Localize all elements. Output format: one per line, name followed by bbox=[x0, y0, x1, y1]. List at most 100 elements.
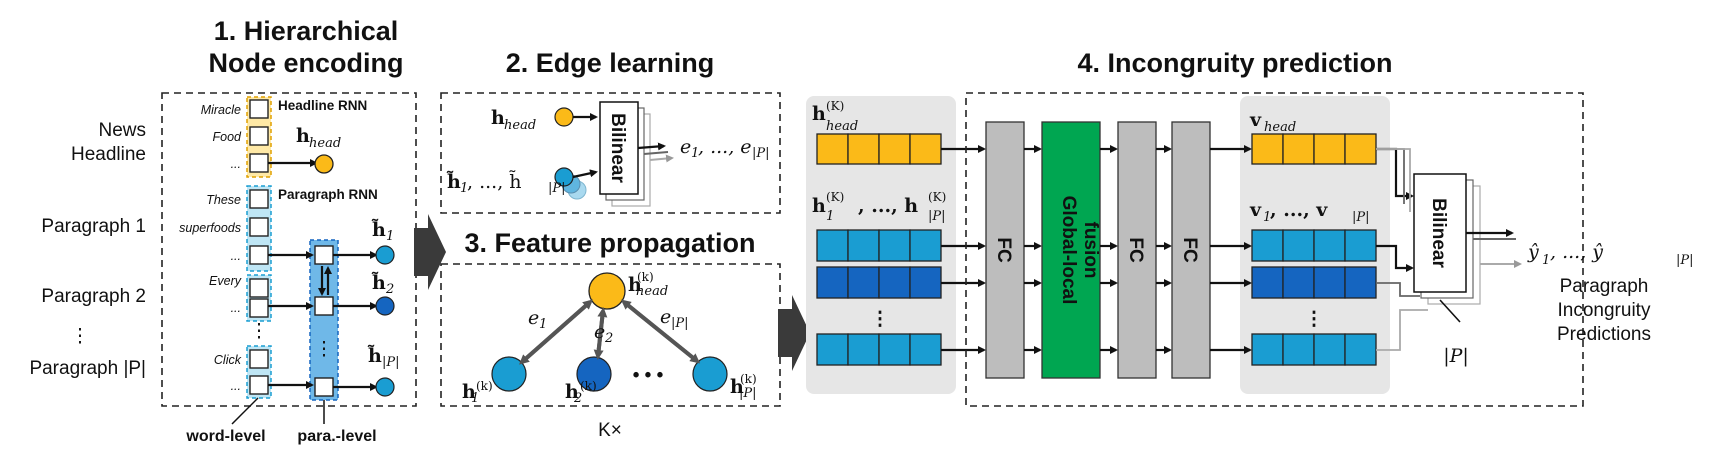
h-head-sub: head bbox=[309, 136, 341, 151]
v-para2-vector bbox=[1251, 266, 1377, 299]
fc-block-3 bbox=[1171, 121, 1211, 379]
p2-word-cell-1 bbox=[249, 278, 269, 298]
section4-box bbox=[965, 92, 1584, 407]
word-every: Every bbox=[209, 274, 242, 288]
paragraphP-label: Paragraph |P| bbox=[29, 358, 146, 379]
section1-title-line2: Node encoding bbox=[209, 48, 404, 78]
fc-label-1: FC bbox=[993, 237, 1014, 263]
bilinear2-block bbox=[1413, 173, 1467, 293]
output-label-line3: Predictions bbox=[1557, 324, 1651, 345]
section4-title: 4. Incongruity prediction bbox=[1077, 48, 1392, 78]
prop-node2-sub: 2 bbox=[573, 391, 582, 406]
paragraph1-label: Paragraph 1 bbox=[41, 216, 146, 237]
headline-word-cell-2 bbox=[249, 126, 269, 146]
v-vdots: ⋮ bbox=[1305, 309, 1324, 330]
headline-label: Headline bbox=[71, 144, 146, 165]
word-superfoods: superfoods bbox=[179, 221, 241, 235]
h-head-node bbox=[314, 154, 334, 174]
word-level-pointer bbox=[231, 397, 259, 425]
h-tilde-2-node bbox=[375, 296, 395, 316]
edge-e2-label: e bbox=[594, 321, 605, 343]
word-dots-1: ... bbox=[231, 157, 241, 171]
fc-label-3: FC bbox=[1179, 237, 1200, 263]
y-hat-subP: |P| bbox=[1676, 253, 1694, 268]
prop-node2-k: (k) bbox=[580, 379, 597, 393]
bilinear-out-arrow-3 bbox=[649, 154, 674, 163]
edge-h-head-node bbox=[554, 107, 574, 127]
hK-list-mid: , ..., h bbox=[858, 195, 918, 217]
y-hat-sub1: 1 bbox=[1542, 253, 1550, 268]
para-cell-P bbox=[314, 377, 334, 397]
word-dots-3: ... bbox=[231, 301, 241, 315]
section2-box bbox=[440, 92, 781, 214]
edges-out-label: e bbox=[680, 136, 691, 158]
p1-word-cell-1 bbox=[249, 189, 269, 209]
prop-node1-sub: 1 bbox=[471, 391, 479, 406]
paragraph-rnn-label: Paragraph RNN bbox=[278, 187, 378, 202]
h-tilde-2-sub: 2 bbox=[385, 282, 394, 297]
prop-dots: • • • bbox=[633, 365, 664, 386]
word-food: Food bbox=[213, 130, 243, 144]
prop-head-h: h bbox=[628, 274, 642, 296]
edge-eP-arrow-down bbox=[622, 300, 701, 364]
edge-inputs-sub1: 1 bbox=[460, 181, 468, 196]
edges-out-subP: |P| bbox=[752, 146, 770, 161]
para-level-label: para.-level bbox=[297, 428, 376, 445]
h-tilde-P-node bbox=[375, 377, 395, 397]
edge-eP-sub: |P| bbox=[671, 316, 689, 331]
word-level-label: word-level bbox=[185, 428, 265, 445]
vertical-dots-label: ⋮ bbox=[71, 326, 90, 347]
v-list-mid: , ..., v bbox=[1270, 199, 1328, 221]
fc-block-1 bbox=[985, 121, 1025, 379]
para-column-dots: ⋮ bbox=[315, 339, 334, 360]
hK-para2-vector bbox=[816, 266, 942, 299]
word-these: These bbox=[206, 193, 241, 207]
pP-word-cell-1 bbox=[249, 349, 269, 369]
h-head-label: h bbox=[296, 125, 310, 147]
section3-to-4-big-arrow bbox=[778, 295, 810, 371]
hK-head-sub: head bbox=[826, 119, 858, 134]
headline-rnn-label: Headline RNN bbox=[278, 98, 367, 113]
y-hat-mid: , ..., ŷ bbox=[1550, 241, 1603, 263]
hK-head-label: h bbox=[812, 103, 826, 125]
bilinear2-label: Bilinear bbox=[1428, 198, 1449, 268]
v-head-vector bbox=[1251, 133, 1377, 165]
output-label-line2: Incongruity bbox=[1558, 300, 1651, 321]
v-paraP-vector bbox=[1251, 333, 1377, 366]
section1-title-line1: 1. Hierarchical bbox=[214, 16, 399, 46]
word-miracle: Miracle bbox=[201, 103, 241, 117]
v-list-label: v bbox=[1249, 199, 1262, 221]
hK-paraP-vector bbox=[816, 333, 942, 366]
edge-e2-sub: 2 bbox=[604, 331, 613, 346]
edge-inputs-subP: |P| bbox=[548, 181, 566, 196]
hK-para1-vector bbox=[816, 229, 942, 262]
hK-head-vector bbox=[816, 133, 942, 165]
h-tilde-P-sub: |P| bbox=[382, 355, 400, 370]
prop-head-k: (k) bbox=[637, 270, 654, 284]
para-cell-2 bbox=[314, 296, 334, 316]
para-cell-1 bbox=[314, 245, 334, 265]
edge-e1-arrow-down bbox=[519, 300, 592, 365]
v-list-subP: |P| bbox=[1352, 210, 1370, 225]
edge-inputs-label: h̃ bbox=[446, 171, 461, 193]
v-pP-to-bilinear-line bbox=[1376, 309, 1428, 351]
news-label: News bbox=[98, 120, 146, 141]
prop-head-node bbox=[588, 272, 626, 310]
prop-node-1 bbox=[491, 356, 527, 392]
fc-label-2: FC bbox=[1125, 237, 1146, 263]
hK-list-subP: |P| bbox=[928, 209, 946, 224]
v-para1-vector bbox=[1251, 229, 1377, 262]
bilinear-out-arrow-1 bbox=[637, 142, 666, 151]
h-tilde-1-node bbox=[375, 245, 395, 265]
h-tilde-1-label: h̃ bbox=[371, 219, 386, 241]
v-list-sub1: 1 bbox=[1263, 210, 1271, 225]
v-p1-to-bilinear-arrow bbox=[1376, 244, 1414, 272]
k-times-label: K× bbox=[598, 420, 622, 441]
p1-word-cell-2 bbox=[249, 217, 269, 237]
edge-e2-arrow-down bbox=[593, 310, 605, 360]
edge-inputs-mid: , ..., h̃ bbox=[467, 170, 522, 193]
edge-eP-label: e bbox=[660, 306, 671, 328]
bilinear-out-arrow-2 bbox=[643, 151, 669, 155]
P-label: |P| bbox=[1443, 345, 1469, 367]
